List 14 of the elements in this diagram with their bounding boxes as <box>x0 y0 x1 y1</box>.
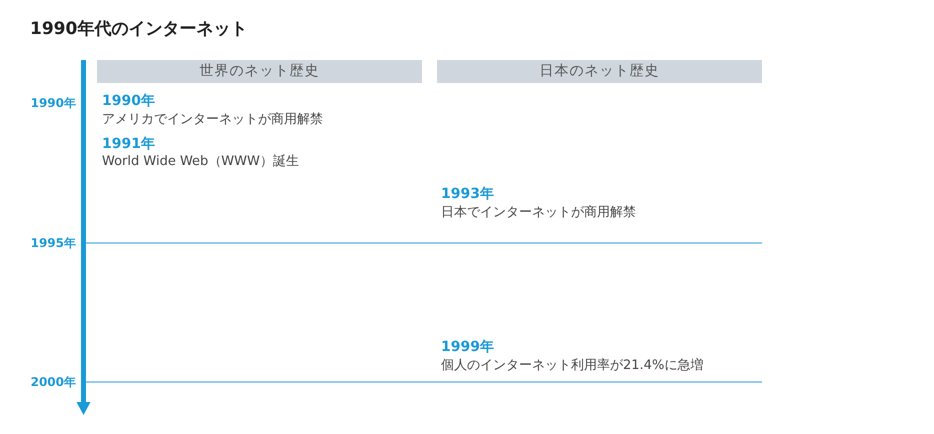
year-tick-label: 1995年 <box>30 236 76 250</box>
column-header: 世界のネット歴史 <box>97 60 422 83</box>
diagram-title: 1990年代のインターネット <box>30 19 248 40</box>
event-year: 1993年 <box>441 186 494 203</box>
event-year: 1999年 <box>441 339 494 356</box>
event-description: 日本でインターネットが商用解禁 <box>441 205 636 221</box>
event-description: アメリカでインターネットが商用解禁 <box>102 112 323 128</box>
event-year: 1990年 <box>102 93 155 110</box>
event-description: World Wide Web（WWW）誕生 <box>102 154 299 170</box>
year-tick-label: 2000年 <box>30 375 76 390</box>
event-year: 1991年 <box>102 136 155 153</box>
column-header: 日本のネット歴史 <box>437 60 762 83</box>
event-description: 個人のインターネット利用率が21.4%に急増 <box>441 358 704 374</box>
year-tick-label: 1990年 <box>30 96 76 110</box>
